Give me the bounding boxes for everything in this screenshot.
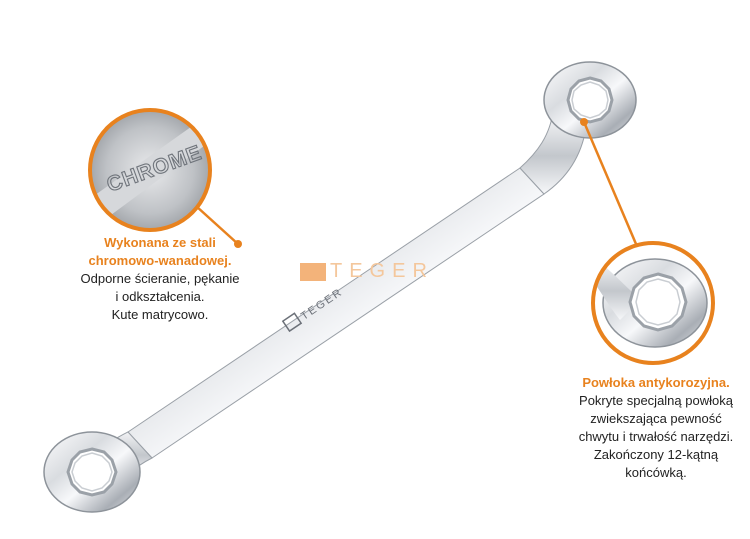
lower-ring-end [43, 431, 141, 513]
right-headline-line-1: Powłoka antykorozyjna. [582, 375, 730, 390]
right-body-line-3: chwytu i trwałość narzędzi. [578, 429, 734, 444]
right-body-line-1: Pokryte specjalną powłoką [579, 393, 733, 408]
left-zoom-callout: CHROME [88, 108, 242, 248]
right-zoom-callout [580, 118, 715, 365]
left-headline-line-2: chromowo-wanadowej. [88, 253, 232, 268]
upper-ring-end [543, 61, 637, 139]
left-body-line-2: i odkształcenia. [115, 289, 205, 304]
teger-logo-icon [300, 262, 326, 281]
brand-watermark: TEGER [300, 260, 434, 283]
left-headline-line-1: Wykonana ze stali [104, 235, 216, 250]
left-body-line-3: Kute matrycowo. [111, 307, 209, 322]
right-body-line-5: końcówką. [625, 465, 687, 480]
coating-feature-callout: Powłoka antykorozyjna. Pokryte specjalną… [566, 374, 746, 482]
left-body-line-1: Odporne ścieranie, pękanie [80, 271, 240, 286]
watermark-text: TEGER [330, 260, 434, 282]
steel-feature-callout: Wykonana ze stali chromowo-wanadowej. Od… [60, 234, 260, 324]
right-body-line-4: Zakończony 12-kątną [593, 447, 719, 462]
right-body-line-2: zwiekszająca pewność [590, 411, 722, 426]
